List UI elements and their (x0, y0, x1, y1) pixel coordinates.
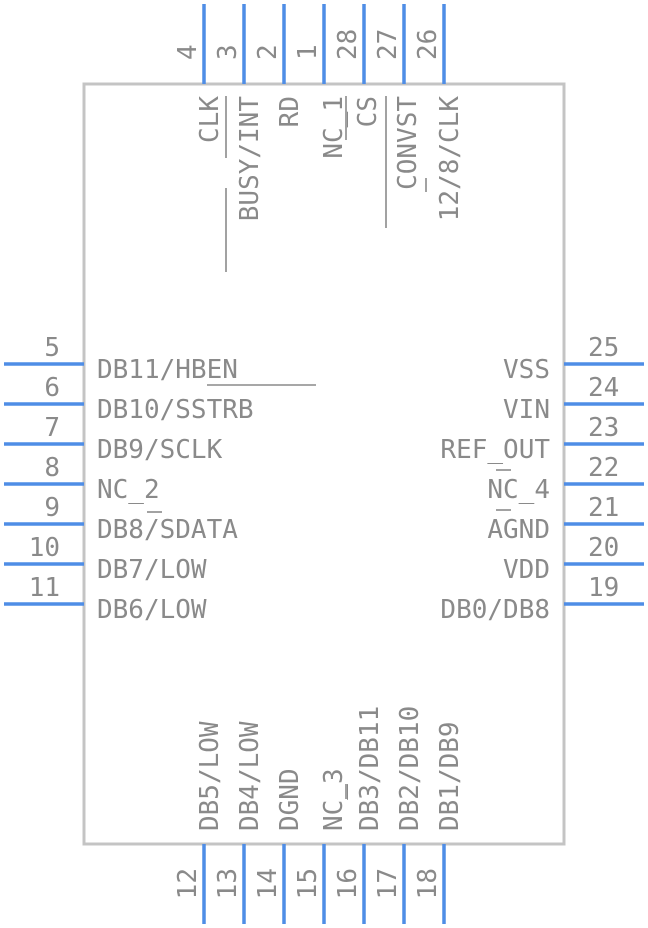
pin-label: VDD (503, 555, 550, 585)
pin-label: DB11/HBEN (97, 355, 238, 385)
pin-label: DB1/DB9 (435, 721, 465, 831)
bottom-pins: 12 DB5/LOW 13 DB4/LOW 14 DGND 15 NC_3 16… (173, 706, 465, 924)
pin-18: 18 DB1/DB9 (413, 721, 465, 924)
pin-label: DB3/DB11 (355, 706, 385, 831)
pin-label: DB6/LOW (97, 595, 207, 625)
pin-2: 2 RD (253, 4, 305, 127)
pin-23: 23 REF_OUT (440, 413, 644, 465)
pin-22: 22 NC_4 (487, 453, 644, 505)
pin-27: 27 CONVST (373, 4, 423, 190)
pin-26: 26 12/8/CLK (413, 4, 465, 221)
pin-3: 3 BUSY/INT (213, 4, 265, 221)
pin-label: BUSY/INT (235, 96, 265, 222)
pin-label: CLK (195, 96, 225, 143)
pin-label: NC_4 (487, 475, 550, 505)
pin-label: DB10/SSTRB (97, 395, 254, 425)
pin-number: 7 (44, 413, 60, 443)
left-pins: 5 DB11/HBEN 6 DB10/SSTRB 7 DB9/SCLK 8 NC… (4, 333, 254, 625)
right-pins: 25 VSS 24 VIN 23 REF_OUT 22 NC_4 21 AGND… (440, 333, 644, 625)
pin-label: DB8/SDATA (97, 515, 238, 545)
pin-number: 3 (213, 44, 243, 60)
pin-label: VSS (503, 355, 550, 385)
pin-number: 5 (44, 333, 60, 363)
pin-number: 11 (29, 573, 60, 603)
overbars (147, 96, 511, 799)
pin-13: 13 DB4/LOW (213, 721, 265, 924)
pin-number: 16 (333, 868, 363, 899)
pin-number: 18 (413, 868, 443, 899)
pin-number: 14 (253, 868, 283, 899)
pin-number: 24 (588, 373, 619, 403)
pin-12: 12 DB5/LOW (173, 721, 225, 924)
pin-label: REF_OUT (440, 435, 550, 465)
pin-number: 6 (44, 373, 60, 403)
pin-8: 8 NC_2 (4, 453, 160, 505)
pin-label: VIN (503, 395, 550, 425)
pin-label: AGND (487, 515, 550, 545)
pin-label: NC_1 (319, 96, 349, 159)
pin-number: 10 (29, 533, 60, 563)
pin-label: DB9/SCLK (97, 435, 223, 465)
pin-label: NC_3 (319, 768, 349, 831)
pin-25: 25 VSS (503, 333, 644, 385)
pin-number: 20 (588, 533, 619, 563)
pin-label: DB5/LOW (195, 721, 225, 831)
pin-label: DB2/DB10 (395, 706, 425, 831)
pin-number: 28 (333, 29, 363, 60)
pin-number: 12 (173, 868, 203, 899)
pin-number: 25 (588, 333, 619, 363)
pin-9: 9 DB8/SDATA (4, 493, 238, 545)
pin-24: 24 VIN (503, 373, 644, 425)
pin-label: DGND (275, 768, 305, 831)
pin-number: 17 (373, 868, 403, 899)
pin-number: 8 (44, 453, 60, 483)
pin-10: 10 DB7/LOW (4, 533, 207, 585)
pin-14: 14 DGND (253, 768, 305, 924)
top-pins: 4 CLK 3 BUSY/INT 2 RD 1 NC_1 28 CS 27 CO… (173, 4, 465, 221)
pin-label: CONVST (393, 96, 423, 190)
pin-label: 12/8/CLK (435, 96, 465, 222)
pin-label: RD (275, 96, 305, 127)
pin-label: NC_2 (97, 475, 160, 505)
pin-15: 15 NC_3 (293, 768, 349, 924)
pin-number: 2 (253, 44, 283, 60)
pin-label: DB7/LOW (97, 555, 207, 585)
pin-1: 1 NC_1 (293, 4, 349, 159)
pin-label: DB4/LOW (235, 721, 265, 831)
pin-number: 22 (588, 453, 619, 483)
pin-7: 7 DB9/SCLK (4, 413, 223, 465)
pin-16: 16 DB3/DB11 (333, 706, 385, 924)
pin-number: 27 (373, 29, 403, 60)
pin-number: 26 (413, 29, 443, 60)
pin-28: 28 CS (333, 4, 383, 127)
pin-number: 15 (293, 868, 323, 899)
pin-4: 4 CLK (173, 4, 225, 143)
pin-number: 4 (173, 44, 203, 60)
pin-label: CS (353, 96, 383, 127)
pin-number: 23 (588, 413, 619, 443)
pin-17: 17 DB2/DB10 (373, 706, 425, 924)
pin-number: 1 (293, 44, 323, 60)
pin-number: 21 (588, 493, 619, 523)
pin-number: 19 (588, 573, 619, 603)
pin-20: 20 VDD (503, 533, 644, 585)
pin-number: 9 (44, 493, 60, 523)
pin-label: DB0/DB8 (440, 595, 550, 625)
pin-6: 6 DB10/SSTRB (4, 373, 254, 425)
pin-11: 11 DB6/LOW (4, 573, 207, 625)
pin-19: 19 DB0/DB8 (440, 573, 644, 625)
pin-21: 21 AGND (487, 493, 644, 545)
pin-number: 13 (213, 868, 243, 899)
pin-5: 5 DB11/HBEN (4, 333, 238, 385)
